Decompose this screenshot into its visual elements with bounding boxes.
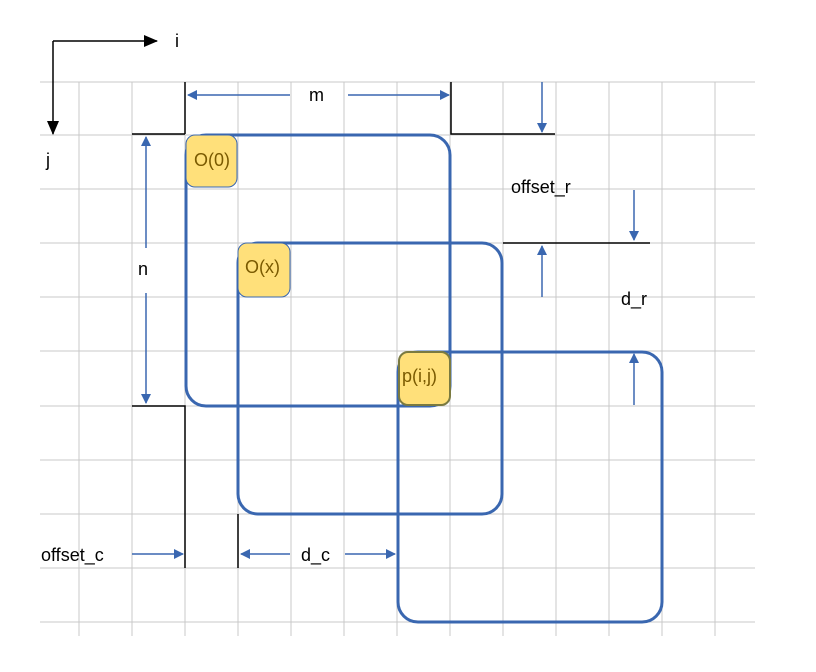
cell-origin-0 bbox=[185, 134, 238, 188]
d-r-label: d_r bbox=[621, 289, 647, 310]
step-guides bbox=[132, 82, 650, 568]
cell-origin-x-label: O(x) bbox=[245, 257, 280, 277]
n-label: n bbox=[138, 259, 148, 279]
window-frames bbox=[184, 133, 664, 624]
dimension-labels: m n offset_r d_r offset_c d_c bbox=[41, 85, 647, 566]
offset-c-label: offset_c bbox=[41, 545, 104, 566]
offset-r-label: offset_r bbox=[511, 177, 571, 198]
background-grid bbox=[40, 81, 755, 636]
dimension-arrows bbox=[132, 82, 639, 559]
cell-origin-0-label: O(0) bbox=[194, 150, 230, 170]
cell-point bbox=[398, 351, 451, 406]
d-c-label: d_c bbox=[301, 545, 330, 566]
highlighted-cells: O(0) O(x) p(i,j) bbox=[185, 134, 451, 406]
cell-point-label: p(i,j) bbox=[402, 366, 437, 386]
window-frame-x bbox=[236, 241, 504, 516]
axis-indicator: i j bbox=[45, 31, 179, 170]
n-bottom-offset-c-guide bbox=[132, 405, 186, 568]
m-right-offset-r-guide bbox=[450, 82, 555, 135]
cell-origin-x bbox=[237, 242, 291, 298]
j-axis-label: j bbox=[45, 150, 50, 170]
m-label: m bbox=[309, 85, 324, 105]
window-frame-shifted bbox=[396, 350, 664, 624]
i-axis-label: i bbox=[175, 31, 179, 51]
window-frame-0 bbox=[184, 133, 452, 408]
